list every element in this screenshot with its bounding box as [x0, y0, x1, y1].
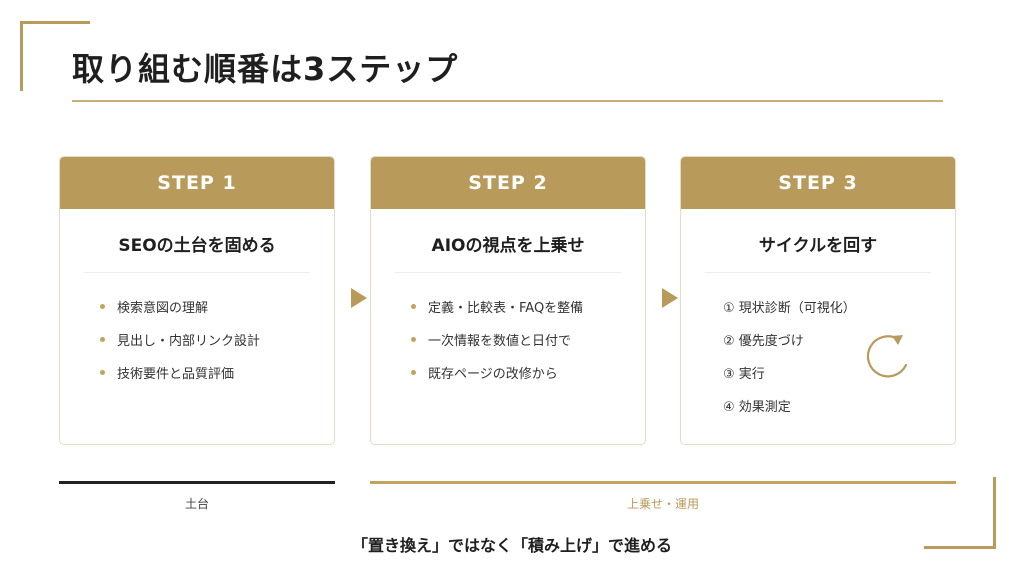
list-item-label: 既存ページの改修から — [428, 367, 558, 382]
list-item: 既存ページの改修から — [411, 356, 645, 389]
step-3-header: STEP 3 — [681, 157, 955, 209]
operation-label: 上乗せ・運用 — [626, 497, 699, 511]
step-2-title: AIOの視点を上乗せ — [431, 236, 585, 256]
corner-accent-bottom-horizontal — [924, 546, 996, 549]
list-item: ② 優先度づけ — [723, 323, 955, 356]
list-item-label: 見出し・内部リンク設計 — [117, 334, 261, 349]
step-card-2: STEP 2 AIOの視点を上乗せ 定義・比較表・FAQを整備 一次情報を数値と… — [370, 156, 646, 445]
arrow-right-icon — [351, 288, 367, 308]
list-item: ③ 実行 — [723, 356, 955, 389]
step-1-title: SEOの土台を固める — [118, 236, 276, 256]
step-3-list: ① 現状診断（可視化） ② 優先度づけ ③ 実行 ④ 効果測定 — [681, 290, 955, 422]
foundation-label: 土台 — [184, 497, 209, 511]
step-card-3: STEP 3 サイクルを回す ① 現状診断（可視化） ② 優先度づけ ③ 実行 … — [680, 156, 956, 445]
step-2-divider — [395, 272, 621, 273]
list-item: 技術要件と品質評価 — [100, 356, 334, 389]
list-item: 一次情報を数値と日付で — [411, 323, 645, 356]
cycle-arrow-icon — [866, 335, 908, 378]
list-item: ④ 効果測定 — [723, 389, 955, 422]
bullet-icon — [411, 337, 416, 342]
corner-accent-bottom-vertical — [993, 477, 996, 549]
step-3-divider — [705, 272, 931, 273]
list-item-label: ④ 効果測定 — [723, 400, 791, 415]
step-3-title: サイクルを回す — [758, 236, 878, 256]
bullet-icon — [100, 370, 105, 375]
list-item: 定義・比較表・FAQを整備 — [411, 290, 645, 323]
footer-message: 「置き換え」ではなく「積み上げ」で進める — [351, 536, 672, 555]
arrow-right-icon — [662, 288, 678, 308]
page-title: 取り組む順番は3ステップ — [72, 50, 459, 88]
list-item: ① 現状診断（可視化） — [723, 290, 955, 323]
list-item-label: 一次情報を数値と日付で — [428, 334, 572, 349]
step-2-list: 定義・比較表・FAQを整備 一次情報を数値と日付で 既存ページの改修から — [371, 290, 645, 389]
step-card-1: STEP 1 SEOの土台を固める 検索意図の理解 見出し・内部リンク設計 技術… — [59, 156, 335, 445]
step-1-header: STEP 1 — [60, 157, 334, 209]
bullet-icon — [100, 337, 105, 342]
list-item-label: ③ 実行 — [723, 367, 765, 382]
list-item-label: ① 現状診断（可視化） — [723, 301, 856, 316]
foundation-bar — [59, 481, 335, 484]
bullet-icon — [100, 304, 105, 309]
title-underline — [72, 100, 943, 102]
list-item-label: 技術要件と品質評価 — [117, 367, 235, 382]
list-item: 検索意図の理解 — [100, 290, 334, 323]
list-item-label: 検索意図の理解 — [117, 301, 209, 316]
bullet-icon — [411, 370, 416, 375]
bullet-icon — [411, 304, 416, 309]
step-1-list: 検索意図の理解 見出し・内部リンク設計 技術要件と品質評価 — [60, 290, 334, 389]
corner-accent-top-horizontal — [20, 21, 90, 24]
list-item-label: 定義・比較表・FAQを整備 — [428, 301, 584, 316]
step-1-divider — [84, 272, 310, 273]
step-2-header: STEP 2 — [371, 157, 645, 209]
corner-accent-top-vertical — [20, 21, 23, 91]
list-item: 見出し・内部リンク設計 — [100, 323, 334, 356]
operation-bar — [370, 481, 956, 484]
list-item-label: ② 優先度づけ — [723, 334, 804, 349]
